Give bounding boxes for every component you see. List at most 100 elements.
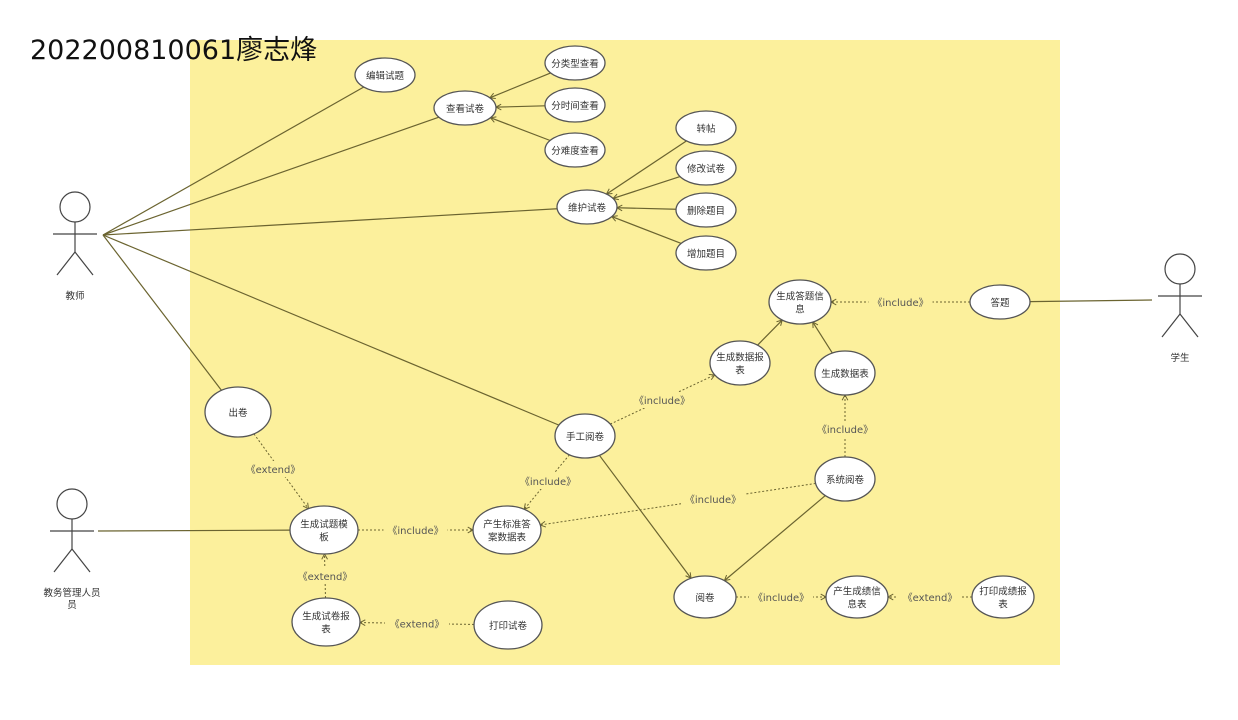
use-case-system[interactable]: 系统阅卷 [814, 456, 876, 502]
use-case-label: 生成试题模 [300, 519, 348, 531]
actor-teacher[interactable]: 教师 [53, 191, 97, 302]
admin-association [97, 529, 291, 532]
label-bg [681, 491, 745, 507]
actor-student[interactable]: 学生 [1158, 253, 1202, 364]
use-case-delete[interactable]: 删除题目 [675, 192, 737, 228]
label-bg [293, 568, 357, 584]
use-case-genTable[interactable]: 生成数据表 [814, 350, 876, 396]
use-case-byTime[interactable]: 分时间查看 [544, 87, 606, 123]
use-case-label: 生成试卷报 [302, 611, 350, 623]
use-case-label: 表 [998, 599, 1008, 611]
label-bg [898, 589, 962, 605]
use-case-answer[interactable]: 答题 [969, 284, 1031, 320]
use-case-label: 转帖 [696, 123, 716, 135]
use-case-label: 案数据表 [488, 532, 527, 544]
use-case-label: 答题 [990, 297, 1010, 309]
use-case-label: 息 [795, 304, 805, 316]
include-label: 《include》 [753, 592, 809, 604]
use-case-label: 维护试卷 [568, 202, 607, 214]
generalization-line [616, 207, 677, 210]
use-case-view[interactable]: 查看试卷 [433, 90, 497, 126]
use-case-label: 分时间查看 [551, 100, 599, 112]
use-case-print[interactable]: 打印试卷 [473, 600, 543, 650]
use-case-label: 产生成绩信 [833, 586, 881, 598]
use-case-label: 生成数据表 [821, 368, 869, 380]
use-case-chujuan[interactable]: 出卷 [204, 386, 272, 438]
generalization-line [611, 216, 682, 244]
use-case-label: 修改试卷 [687, 163, 726, 175]
teacher-association [102, 116, 440, 236]
generalization-line [757, 319, 783, 346]
label-bg [385, 615, 449, 632]
use-case-label: 产生标准答 [483, 519, 531, 531]
use-case-add[interactable]: 增加题目 [675, 235, 737, 271]
label-bg [630, 392, 694, 408]
include-label: 《include》 [817, 424, 873, 436]
actor-label: 员 [67, 600, 77, 611]
extend-label: 《extend》 [390, 619, 445, 631]
use-case-edit[interactable]: 编辑试题 [354, 57, 416, 93]
use-case-label: 表 [321, 624, 331, 636]
use-case-byDiff[interactable]: 分难度查看 [544, 132, 606, 168]
actor-label: 学生 [1170, 352, 1190, 364]
include-label: 《include》 [520, 476, 576, 488]
teacher-association [102, 234, 222, 391]
use-case-modify[interactable]: 修改试卷 [675, 150, 737, 186]
use-case-label: 系统阅卷 [826, 474, 865, 486]
label-bg [868, 294, 933, 310]
label-bg [749, 589, 813, 605]
include-label: 《include》 [685, 494, 741, 506]
use-case-label: 删除题目 [687, 205, 725, 217]
extend-label: 《extend》 [246, 464, 301, 476]
use-case-label: 增加题目 [687, 248, 725, 260]
include-label: 《include》 [872, 297, 928, 309]
use-case-byType[interactable]: 分类型查看 [544, 45, 606, 81]
use-case-manual[interactable]: 手工阅卷 [554, 413, 616, 459]
generalization-line [490, 117, 551, 142]
extend-label: 《extend》 [298, 571, 353, 583]
extend-label: 《extend》 [903, 592, 958, 604]
use-case-label: 板 [319, 532, 329, 544]
actor-label: 教务管理人员 [43, 587, 100, 599]
use-case-label: 打印试卷 [489, 620, 528, 632]
generalization-line [598, 454, 692, 579]
use-case-maintain[interactable]: 维护试卷 [556, 189, 618, 225]
use-case-label: 查看试卷 [446, 103, 485, 115]
generalization-line [495, 105, 546, 108]
use-case-repost[interactable]: 转帖 [675, 110, 737, 146]
use-case-label: 出卷 [228, 407, 248, 419]
use-case-label: 分难度查看 [551, 145, 599, 157]
association-line [253, 433, 309, 509]
teacher-association [102, 234, 560, 426]
generalization-line [606, 140, 687, 195]
generalization-line [724, 495, 826, 582]
generalization-line [812, 321, 833, 354]
use-case-yuejuan[interactable]: 阅卷 [673, 575, 737, 619]
label-bg [813, 421, 877, 437]
use-case-label: 编辑试题 [366, 70, 405, 82]
use-case-label: 生成数据报 [716, 352, 764, 364]
diagram-title: 202200810061廖志烽 [30, 35, 318, 66]
use-case-label: 阅卷 [695, 592, 715, 604]
association-line [540, 482, 816, 526]
association-line [324, 553, 326, 599]
use-case-label: 分类型查看 [551, 58, 599, 70]
generalization-line [489, 72, 551, 99]
use-case-label: 表 [735, 365, 745, 377]
system-boundary [190, 40, 1060, 665]
student-association [1029, 299, 1153, 303]
use-case-label: 手工阅卷 [566, 431, 605, 443]
use-case-label: 打印成绩报 [979, 586, 1027, 598]
teacher-association [102, 208, 558, 236]
teacher-association [102, 86, 365, 236]
include-label: 《include》 [634, 395, 690, 407]
